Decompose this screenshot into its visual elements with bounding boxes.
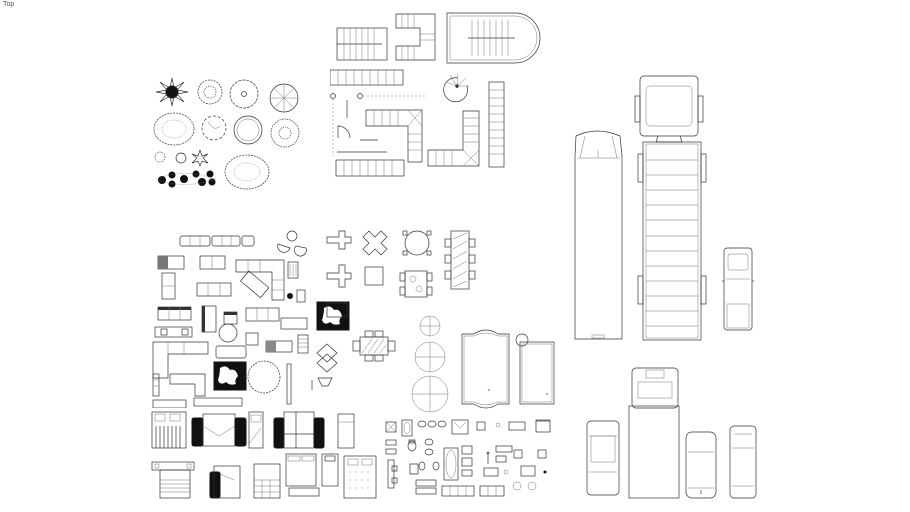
l-stair-icon <box>365 109 423 163</box>
hedge-row-icon <box>155 170 217 188</box>
diamond-stack-icon <box>316 343 338 373</box>
pickup-truck-icon <box>722 247 754 331</box>
grid-quilt-bed-icon <box>253 463 281 499</box>
cooktops-icon <box>461 445 547 477</box>
patterned-bed-icon <box>321 453 339 487</box>
vertical-stair-icon <box>488 81 505 168</box>
rect-table-6-icon <box>352 330 396 362</box>
toilets-icon <box>385 438 440 475</box>
stairs-group[interactable] <box>330 8 550 183</box>
bus-icon <box>574 130 623 340</box>
beds-group[interactable] <box>148 408 383 500</box>
bathroom-group[interactable] <box>384 418 554 498</box>
round-table-8-icon <box>402 230 432 256</box>
star-plant-icon <box>155 77 189 107</box>
coffee-tables-icon <box>152 323 309 408</box>
u-stair-icon <box>395 13 436 61</box>
rect-pool-spa-icon <box>515 333 555 405</box>
trucks-group[interactable] <box>570 74 770 349</box>
single-bed-2-icon <box>337 413 355 449</box>
round-pools-icon <box>411 315 449 413</box>
cars-group[interactable] <box>580 364 775 504</box>
leafy-tree-icon <box>201 115 227 141</box>
pools-group[interactable] <box>410 312 570 417</box>
dense-tree-icon <box>197 79 223 105</box>
spiral-stair-icon <box>443 73 469 103</box>
bottom-stair-icon <box>335 159 405 177</box>
l-stair-2-icon <box>427 110 480 167</box>
round-rug-icon <box>247 360 333 405</box>
square-table-icon <box>399 270 433 298</box>
bathtub-icon <box>401 419 413 437</box>
single-bed-icon <box>248 411 264 449</box>
bed-with-nightstands-icon <box>191 413 247 447</box>
trees-group[interactable] <box>150 76 310 196</box>
door-symbols-icon <box>330 93 426 156</box>
sinks-icon <box>417 420 447 428</box>
double-bed-striped-icon <box>151 411 187 449</box>
long-table-8-icon <box>444 230 476 290</box>
four-seat-table-icon <box>326 230 388 318</box>
box-truck-icon <box>628 367 680 499</box>
view-label: Top <box>3 1 15 8</box>
outline-tree-icon <box>229 79 259 109</box>
compact-car-icon <box>729 425 757 499</box>
king-bed-icon <box>273 411 325 449</box>
sofas-icon <box>157 235 308 346</box>
furniture-group[interactable] <box>150 228 350 408</box>
corner-shower-icon <box>451 419 469 435</box>
small-shrubs-icon <box>154 148 209 167</box>
dining-group[interactable] <box>315 225 485 365</box>
rect-pool-ornate-icon <box>461 329 510 409</box>
armchairs-icon <box>277 230 307 303</box>
large-canopy-icon <box>224 154 270 190</box>
cluster-shrub-icon <box>153 112 195 146</box>
oval-tub-icon <box>443 447 459 481</box>
double-bed-plain-icon <box>285 453 320 497</box>
sedan-icon <box>586 420 620 496</box>
rugs-icon <box>213 301 350 391</box>
dotted-bed-icon <box>343 455 377 499</box>
shower-icon <box>385 421 397 433</box>
bed-nightstand-single-icon <box>209 465 241 499</box>
double-bed-lined-icon <box>151 461 195 499</box>
sectional-sofas-icon <box>152 259 285 397</box>
curved-stair-icon <box>446 12 541 64</box>
round-tree-icon <box>233 115 263 145</box>
straight-stair-icon <box>336 27 388 61</box>
long-stair-icon <box>330 69 404 86</box>
semi-truck-icon <box>634 75 707 341</box>
counter-cabinets-icon <box>387 459 537 497</box>
hatchback-icon <box>685 431 717 499</box>
radial-tree-icon <box>269 83 299 113</box>
ring-tree-icon <box>270 118 300 148</box>
stove-icons <box>476 419 551 433</box>
